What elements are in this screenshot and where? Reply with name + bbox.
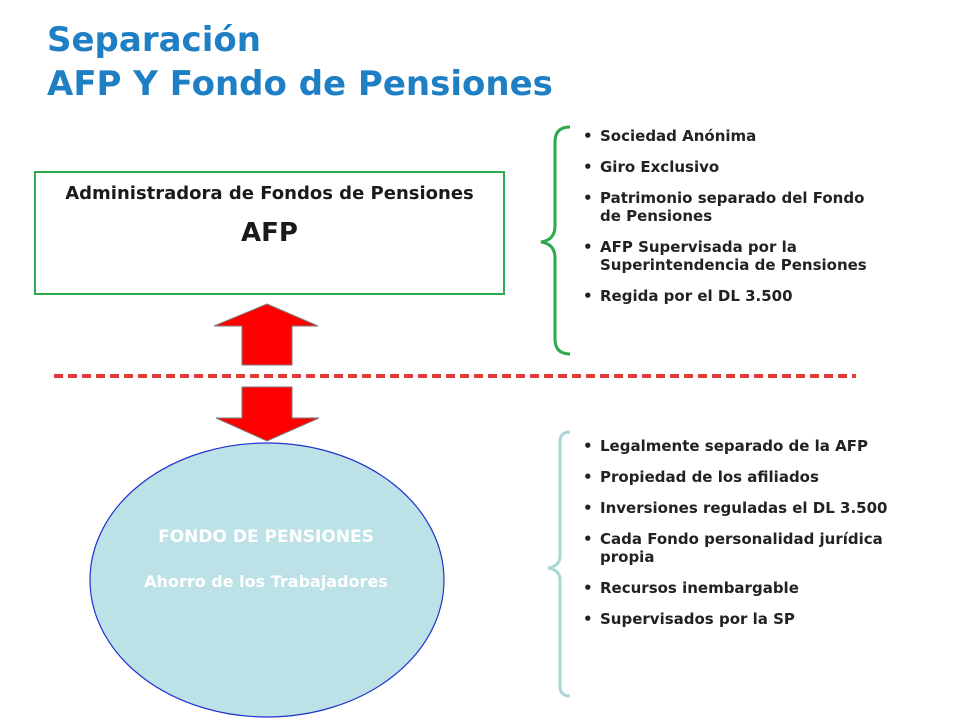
down-arrow xyxy=(215,386,320,442)
title-line-1: Separación xyxy=(47,20,261,60)
list-item: Cada Fondo personalidad jurídica propia xyxy=(580,530,900,566)
fondo-title: FONDO DE PENSIONES xyxy=(158,527,374,547)
list-item: Recursos inembargable xyxy=(580,579,900,597)
list-item: Giro Exclusivo xyxy=(580,158,880,176)
list-item: Propiedad de los afiliados xyxy=(580,468,900,486)
list-item: Legalmente separado de la AFP xyxy=(580,437,900,455)
afp-feature-list: Sociedad Anónima Giro Exclusivo Patrimon… xyxy=(580,127,880,318)
list-item: Sociedad Anónima xyxy=(580,127,880,145)
list-item: AFP Supervisada por la Superintendencia … xyxy=(580,238,880,274)
afp-abbr: AFP xyxy=(241,218,298,248)
up-arrow xyxy=(213,303,319,366)
fondo-label: FONDO DE PENSIONES Ahorro de los Trabaja… xyxy=(100,525,432,593)
bottom-brace xyxy=(547,430,571,698)
title-line-2: AFP Y Fondo de Pensiones xyxy=(47,64,553,104)
list-item: Patrimonio separado del Fondo de Pension… xyxy=(580,189,880,225)
fondo-subtitle: Ahorro de los Trabajadores xyxy=(144,572,388,591)
page-title: Separación AFP Y Fondo de Pensiones xyxy=(47,18,553,106)
afp-name: Administradora de Fondos de Pensiones xyxy=(65,183,474,204)
fondo-ellipse xyxy=(89,442,445,718)
list-item: Regida por el DL 3.500 xyxy=(580,287,880,305)
list-item: Supervisados por la SP xyxy=(580,610,900,628)
top-brace xyxy=(540,125,571,356)
fondo-feature-list: Legalmente separado de la AFP Propiedad … xyxy=(580,437,900,641)
afp-box: Administradora de Fondos de Pensiones AF… xyxy=(34,171,505,295)
list-item: Inversiones reguladas el DL 3.500 xyxy=(580,499,900,517)
